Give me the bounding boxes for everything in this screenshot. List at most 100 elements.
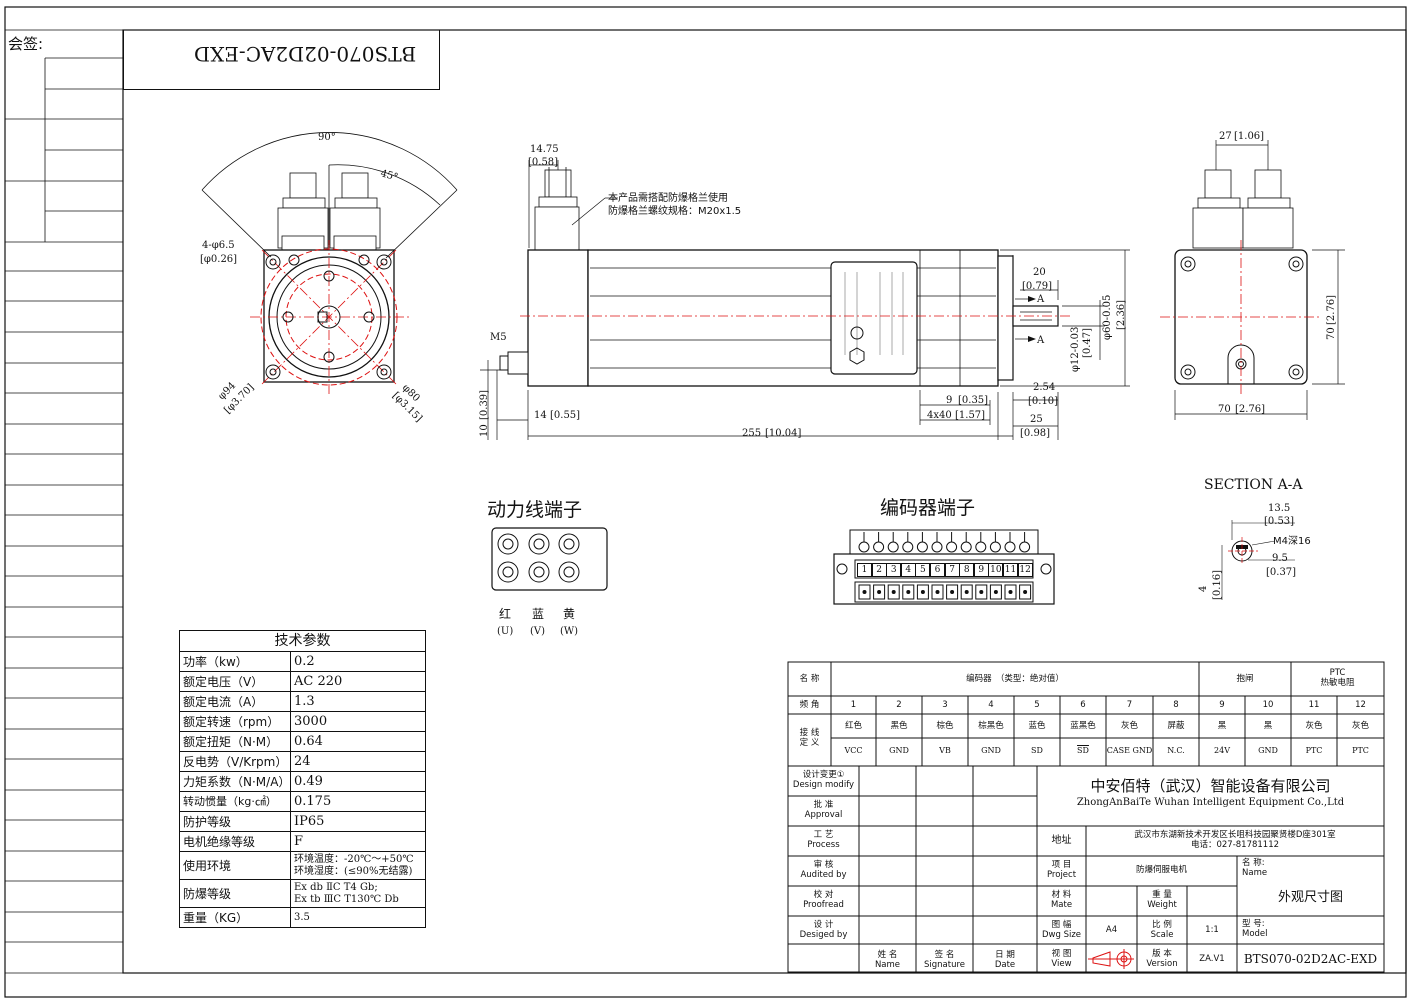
section-title: SECTION A-A <box>1204 477 1303 493</box>
tech-params-title: 技术参数 <box>179 630 426 652</box>
encoder-slot-pin <box>877 590 882 594</box>
dim-20-inch: [0.79] <box>1022 281 1052 292</box>
model-mirrored: BTS070-02D2AC-EXD <box>194 42 417 66</box>
table-row: 力矩系数（N·M/A）0.49 <box>179 771 426 792</box>
encoder-slot-bottom <box>1004 584 1017 600</box>
wiring-signal-cell: PTC <box>1305 746 1323 755</box>
encoder-slot-bottom <box>960 584 973 600</box>
power-label-red: 红 <box>499 606 511 621</box>
wiring-color-cell: 黑 <box>1217 721 1227 731</box>
wiring-pin-cell: 10 <box>1262 700 1274 710</box>
encoder-pin-3: 3 <box>886 563 902 577</box>
wiring-color-cell: 棕色 <box>936 721 954 731</box>
encoder-slot-pin <box>906 590 911 594</box>
encoder-slot-bottom <box>931 584 944 600</box>
encoder-slot-bottom <box>916 584 929 600</box>
company-name-en: ZhongAnBaiTe Wuhan Intelligent Equipment… <box>1076 797 1345 808</box>
drawing-name-label: 名 称:Name <box>1242 858 1268 878</box>
dim-20: 20 <box>1033 267 1046 278</box>
dim-1475: 14.75 <box>530 144 559 155</box>
wiring-signal-cell: N.C. <box>1167 746 1185 755</box>
wiring-signal-cell: GND <box>889 746 909 755</box>
wiring-pin-cell: 7 <box>1126 700 1133 710</box>
dim-10: 10 <box>479 424 490 437</box>
encoder-slot-bottom <box>873 584 886 600</box>
dim-9: 9 <box>946 395 952 406</box>
wiring-signal-cell: 24V <box>1214 746 1230 755</box>
dim-60: φ60-0.05 <box>1102 295 1113 340</box>
power-terminal-drawing <box>491 527 608 591</box>
encoder-slot-pin <box>862 590 867 594</box>
wiring-color-cell: 屏蔽 <box>1167 721 1185 731</box>
wiring-color-cell: 灰色 <box>1305 721 1323 731</box>
encoder-slot-pin <box>979 590 984 594</box>
model-value: BTS070-02D2AC-EXD <box>1243 952 1378 966</box>
encoder-slot-bottom <box>858 584 871 600</box>
wiring-signal-cell: GND <box>1258 746 1278 755</box>
power-label-blue: 蓝 <box>532 607 544 621</box>
wiring-color-cell: 红色 <box>844 721 862 731</box>
wiring-color-cell: 蓝黑色 <box>1070 721 1096 731</box>
wiring-signal-cell: GND <box>981 746 1001 755</box>
table-row: 功率（kw）0.2 <box>179 651 426 672</box>
address-value: 武汉市东湖新技术开发区长咀科技园聚贤楼D座301室电话：027-81781112 <box>1134 830 1336 850</box>
dim-135-inch: [0.53] <box>1264 516 1294 527</box>
encoder-slot-pin <box>891 590 896 594</box>
table-row: 额定转速（rpm）3000 <box>179 711 426 732</box>
dim-4x40: 4x40 <box>927 410 952 421</box>
wiring-pin-cell: 8 <box>1173 700 1179 710</box>
top-title-box: BTS070-02D2AC-EXD <box>123 30 440 90</box>
power-terminal-title: 动力线端子 <box>487 499 583 521</box>
hole-spec-label: 4-φ6.5 <box>202 240 235 251</box>
encoder-slot-pin <box>950 590 955 594</box>
project-value: 防爆伺服电机 <box>1135 865 1187 875</box>
encoder-pin-8: 8 <box>959 563 975 577</box>
dim-12: φ12-0.03 <box>1070 327 1081 372</box>
wiring-color-cell: 灰色 <box>1351 721 1369 731</box>
wiring-color-cell: 蓝色 <box>1028 721 1046 731</box>
encoder-terminal-title: 编码器端子 <box>880 497 976 519</box>
wiring-def-label: 接 线定 义 <box>799 728 820 748</box>
encoder-slot-pin <box>1008 590 1013 594</box>
dim-27-inch: [1.06] <box>1234 131 1264 142</box>
encoder-slot-bottom <box>1019 584 1032 600</box>
side-view <box>480 160 1130 440</box>
encoder-slot-pin <box>920 590 925 594</box>
dim-254: 2.54 <box>1033 382 1055 393</box>
encoder-slot-bottom <box>946 584 959 600</box>
wiring-name-label: 名 称 <box>799 674 820 684</box>
wiring-pin-cell: 9 <box>1219 700 1225 710</box>
tech-params-table: 技术参数 功率（kw）0.2 额定电压（V）AC 220 额定电流（A）1.3 … <box>179 630 426 928</box>
wiring-pin-cell: 6 <box>1080 700 1086 710</box>
dim-95-inch: [0.37] <box>1266 567 1296 578</box>
version-value: ZA.V1 <box>1199 954 1225 964</box>
wiring-color-cell: 黑 <box>1263 721 1273 731</box>
model-label: 型 号:Model <box>1242 919 1268 939</box>
dim-255-inch: [10.04] <box>765 428 802 439</box>
dim-135: 13.5 <box>1268 503 1290 514</box>
wiring-pin-cell: 1 <box>850 700 857 710</box>
table-row: 额定电流（A）1.3 <box>179 691 426 712</box>
encoder-pin-5: 5 <box>915 563 931 577</box>
dim-255: 255 <box>742 428 761 439</box>
gland-note-2: 防爆格兰螺纹规格：M20x1.5 <box>608 204 741 217</box>
encoder-slot-pin <box>993 590 998 594</box>
dim-254-inch: [0.10] <box>1028 396 1058 407</box>
encoder-terminal-drawing <box>833 529 1055 605</box>
dim-27: 27 <box>1219 131 1232 142</box>
dim-25-inch: [0.98] <box>1020 428 1050 439</box>
